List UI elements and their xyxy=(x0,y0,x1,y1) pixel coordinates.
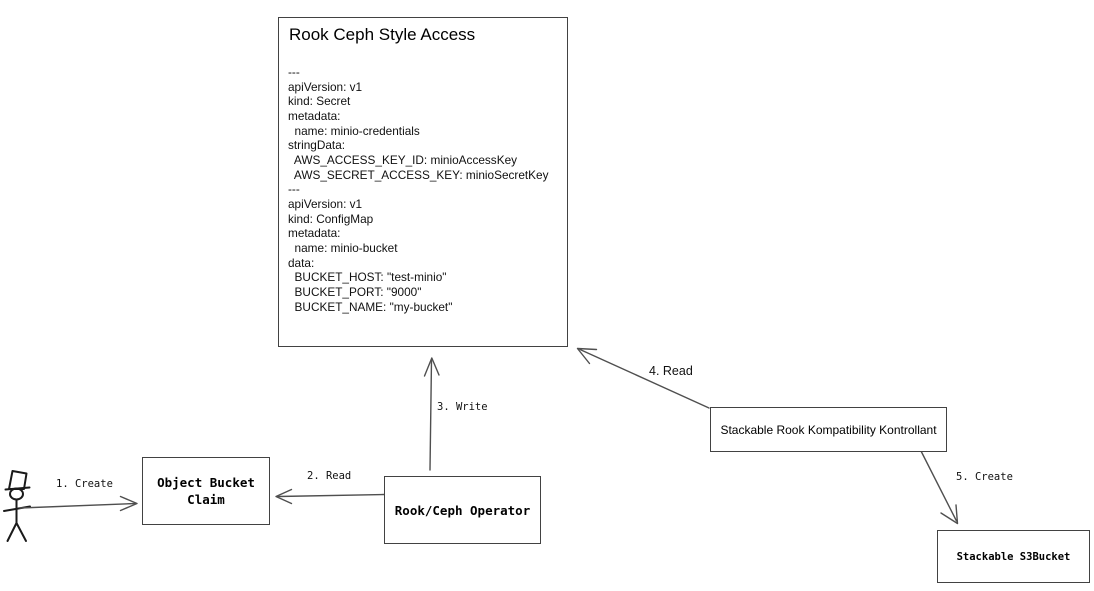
arrow-shaft xyxy=(19,502,137,509)
yaml-line: metadata: xyxy=(288,108,341,123)
arrow-head xyxy=(576,347,598,365)
yaml-line: BUCKET_NAME: "my-bucket" xyxy=(288,299,453,314)
arrow-shaft xyxy=(277,493,385,498)
arrow-head xyxy=(119,495,138,512)
actor-head xyxy=(9,487,24,501)
yaml-line: --- xyxy=(288,182,300,197)
yaml-line: data: xyxy=(288,255,315,270)
arrow-head xyxy=(275,488,293,505)
arrow-shaft xyxy=(579,348,710,409)
yaml-line: kind: Secret xyxy=(288,94,351,109)
edge-label-write-3: 3. Write xyxy=(437,401,488,413)
yaml-line: kind: ConfigMap xyxy=(288,211,374,226)
yaml-line: apiVersion: v1 xyxy=(288,196,363,211)
arrow-shaft xyxy=(920,450,958,522)
arrow-shaft xyxy=(429,359,433,471)
actor-arms xyxy=(3,505,31,512)
arrow-create-1 xyxy=(19,495,138,512)
arrow-head xyxy=(940,504,959,525)
arrow-read-4 xyxy=(576,347,710,409)
yaml-line: BUCKET_HOST: "test-minio" xyxy=(288,270,447,285)
node-stackable-s3bucket: Stackable S3Bucket xyxy=(937,530,1090,583)
node-rook-ceph-operator: Rook/Ceph Operator xyxy=(384,476,541,544)
yaml-line: AWS_SECRET_ACCESS_KEY: minioSecretKey xyxy=(288,167,549,182)
main-box-title: Rook Ceph Style Access xyxy=(289,25,476,44)
edge-label-create-1: 1. Create xyxy=(56,478,113,490)
node-label: Stackable Rook Kompatibility Kontrollant xyxy=(720,422,937,437)
arrow-read-2 xyxy=(275,488,385,505)
arrow-create-5 xyxy=(920,450,959,525)
yaml-line: --- xyxy=(288,65,300,79)
edge-label-create-5: 5. Create xyxy=(956,471,1013,483)
yaml-line: AWS_ACCESS_KEY_ID: minioAccessKey xyxy=(288,152,518,167)
actor-legs xyxy=(6,522,27,542)
actor-hat-brim xyxy=(4,486,31,491)
yaml-line: apiVersion: v1 xyxy=(288,79,363,94)
node-stackable-kontrollant: Stackable Rook Kompatibility Kontrollant xyxy=(710,407,947,452)
edge-label-read-4: 4. Read xyxy=(649,364,693,378)
actor-icon xyxy=(3,470,31,542)
node-label: Object Bucket Claim xyxy=(157,474,255,508)
actor-hat xyxy=(8,470,28,490)
node-label-line2: Claim xyxy=(187,492,225,507)
arrow-head xyxy=(423,357,440,377)
yaml-line: name: minio-credentials xyxy=(288,123,420,138)
node-rook-ceph-style-access: Rook Ceph Style Access --- apiVersion: v… xyxy=(278,17,568,347)
node-object-bucket-claim: Object Bucket Claim xyxy=(142,457,270,525)
yaml-code-block: --- apiVersion: v1 kind: Secret metadata… xyxy=(288,65,549,314)
yaml-line: metadata: xyxy=(288,226,341,241)
yaml-line: BUCKET_PORT: "9000" xyxy=(288,284,422,299)
edge-label-read-2: 2. Read xyxy=(307,470,352,482)
yaml-line: name: minio-bucket xyxy=(288,240,398,255)
node-label: Stackable S3Bucket xyxy=(956,550,1071,563)
node-label-line1: Object Bucket xyxy=(157,475,255,490)
yaml-line: stringData: xyxy=(288,138,346,153)
arrow-write-3 xyxy=(423,357,440,471)
node-label: Rook/Ceph Operator xyxy=(394,502,531,518)
